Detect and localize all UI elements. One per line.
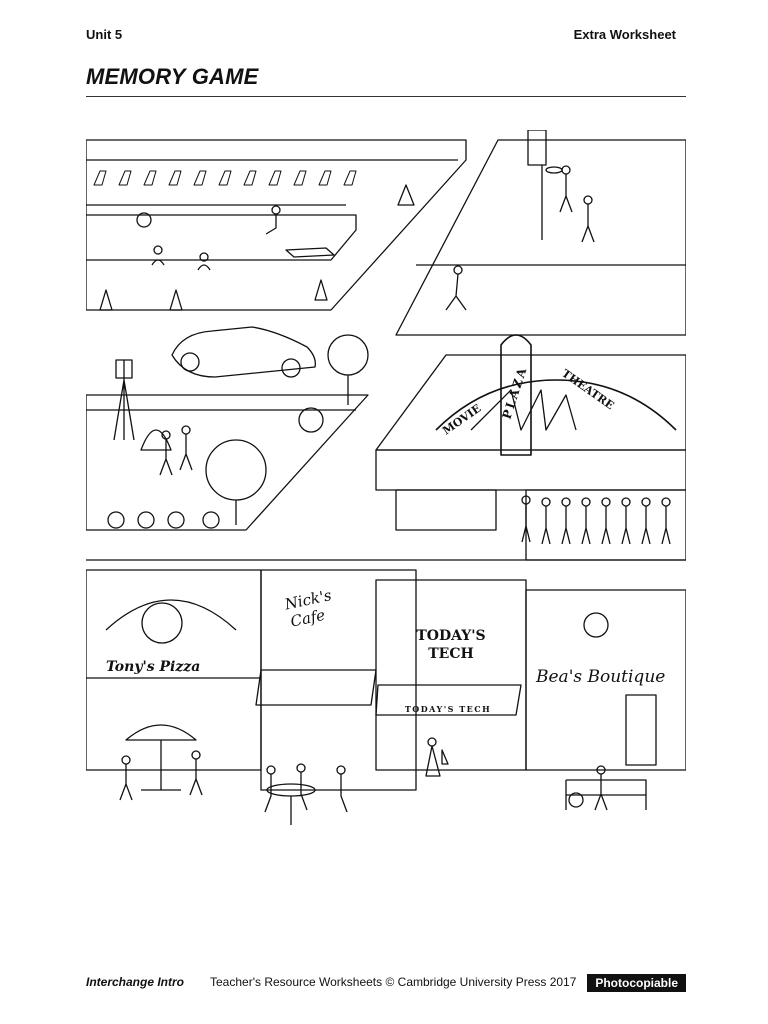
footer-brand: Interchange Intro: [86, 975, 185, 989]
tree-icon: [205, 439, 267, 501]
cafe-awning: [255, 669, 377, 706]
basketball-hoop-icon: [527, 130, 547, 166]
boutique-door: [625, 694, 657, 766]
basketball-court: [395, 130, 686, 336]
bench-icon: [565, 765, 647, 811]
queue-of-people: [521, 495, 671, 545]
worksheet-type-label: Extra Worksheet: [573, 27, 676, 42]
shopper-icon: [425, 737, 449, 777]
basketball-player-icon: [561, 165, 571, 175]
footer-credit: Teacher's Resource Worksheets © Cambridg…: [210, 975, 577, 989]
tech-sign-line2: TECH: [428, 646, 473, 662]
page-footer: Interchange Intro Teacher's Resource Wor…: [86, 974, 686, 993]
pizza-sign: Tony's Pizza: [106, 659, 200, 675]
tech-awning: [375, 684, 522, 716]
photocopiable-badge: Photocopiable: [587, 974, 686, 992]
city-scene-illustration: Tony's Pizza Nick's Cafe TODAY'S TECH TO…: [86, 130, 686, 825]
beach-ball-icon: [136, 212, 152, 228]
swimmer-icon: [153, 245, 163, 255]
tech-sign-line1: TODAY'S: [416, 628, 485, 644]
movie-theatre: [375, 334, 686, 561]
cafe-table-icon: [264, 763, 348, 825]
dog-icon: [568, 792, 584, 808]
sitting-person-icon: [271, 205, 281, 215]
runner-icon: [453, 265, 463, 275]
tech-awning-label: TODAY'S TECH: [405, 704, 491, 714]
page-title: MEMORY GAME: [86, 64, 259, 89]
unit-label: Unit 5: [86, 27, 123, 42]
title-divider: [86, 96, 686, 97]
fountain-icon: [140, 429, 172, 451]
pizza-icon: [105, 599, 237, 631]
flower-icon: [583, 612, 609, 638]
umbrella-table-icon: [119, 724, 203, 801]
theatre-sign-plaza: PLAZA: [500, 364, 530, 420]
speaker-icon: [115, 359, 133, 380]
car-icon: [171, 326, 316, 378]
boutique-sign: Bea's Boutique: [535, 667, 665, 687]
theatre-sign-theatre: THEATRE: [559, 367, 616, 412]
park: [86, 334, 369, 531]
storefront-row: [86, 569, 686, 791]
swimming-pool-area: [86, 139, 467, 311]
